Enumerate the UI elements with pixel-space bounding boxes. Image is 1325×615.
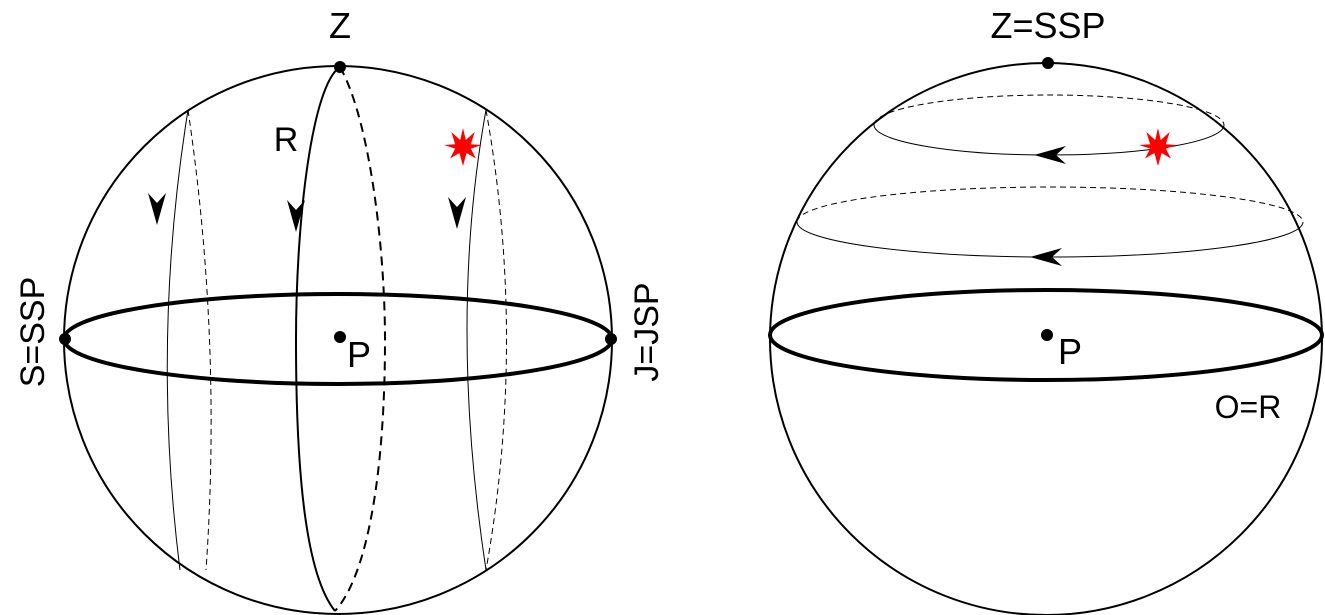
point-dot-icon: [334, 61, 346, 73]
point-dot-icon: [605, 333, 617, 345]
right-label-pole: P: [1058, 331, 1082, 372]
left-meridian-central: [294, 66, 387, 612]
point-dot-icon: [59, 333, 71, 345]
point-dot-icon: [1042, 57, 1054, 69]
red-star-icon: [444, 128, 482, 166]
right-label-equator: O=R: [1215, 389, 1282, 425]
left-label-pole: P: [347, 334, 371, 375]
left-sphere: Z R P S=SSP J=JSP: [14, 5, 666, 615]
left-label-west: S=SSP: [14, 277, 52, 388]
arrowhead-icon: [448, 197, 466, 229]
red-star-icon: [1139, 128, 1177, 166]
left-meridian-3: [466, 109, 507, 571]
arrowhead-icon: [148, 193, 166, 225]
point-dot-icon: [334, 331, 346, 343]
right-label-zenith: Z=SSP: [990, 5, 1105, 46]
right-equator: [768, 288, 1324, 382]
left-label-east: J=JSP: [628, 282, 666, 381]
right-parallel-middle: [796, 186, 1304, 258]
left-label-meridian: R: [274, 121, 299, 159]
point-dot-icon: [1041, 329, 1053, 341]
right-sphere: Z=SSP P O=R: [768, 5, 1324, 615]
left-label-zenith: Z: [329, 5, 351, 46]
left-meridian-1: [166, 109, 212, 571]
